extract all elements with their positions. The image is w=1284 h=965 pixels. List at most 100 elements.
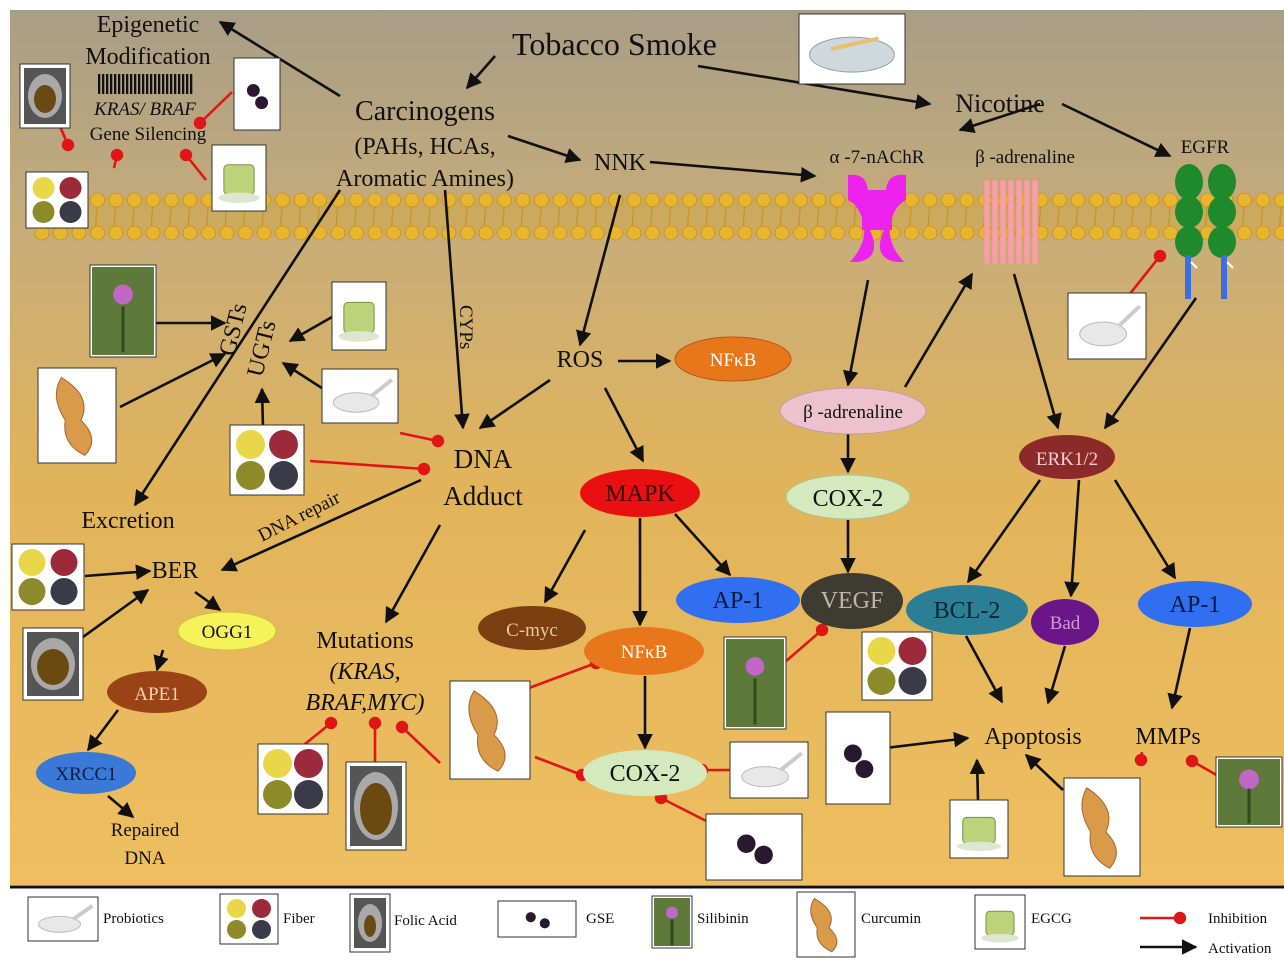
grape-seed-icon [754, 846, 772, 864]
helix-bar [146, 74, 148, 94]
lipid-head [257, 226, 271, 240]
lipid-head [1127, 226, 1141, 240]
helix-bar [122, 74, 124, 94]
lipid-head [609, 193, 623, 207]
repaired-dna-label: DNA [124, 848, 165, 869]
receptor-helix [1000, 180, 1006, 264]
tea-cup-icon [224, 165, 254, 195]
mutations-label: Mutations [316, 628, 413, 654]
receptor-helix [1024, 180, 1030, 264]
nnk-label: NNK [594, 150, 647, 176]
helix-bar [158, 74, 160, 94]
lipid-head [720, 193, 734, 207]
inhibition-line [1141, 752, 1142, 760]
helix-bar [126, 74, 128, 94]
fiber-seed-icon [19, 578, 46, 605]
activation-arrow [262, 389, 263, 428]
fiber-seed-icon [269, 461, 298, 490]
gene-silencing-label: Gene Silencing [90, 124, 207, 145]
lipid-head [775, 193, 789, 207]
lipid-head [553, 226, 567, 240]
lipid-head [960, 193, 974, 207]
silibinin-thumbnail [724, 637, 786, 729]
fiber-seed-icon [51, 578, 78, 605]
ogg1-node: OGG1 [178, 612, 276, 650]
lipid-head [276, 193, 290, 207]
lipid-head [738, 226, 752, 240]
lipid-head [387, 226, 401, 240]
lipid-head [757, 193, 771, 207]
modification-label: Modification [85, 44, 210, 70]
helix-bar [182, 74, 184, 94]
xrcc1-label: XRCC1 [55, 764, 116, 785]
lipid-head [387, 193, 401, 207]
cox2-mid-label: COX-2 [813, 486, 884, 512]
nfkb-low-node: NFκB [584, 627, 704, 675]
lipid-head [1127, 193, 1141, 207]
fiber-seed-icon [51, 549, 78, 576]
receptor-helix [1016, 180, 1022, 264]
lipid-head [220, 226, 234, 240]
fiber-seed-icon [899, 637, 927, 665]
mapk-node: MAPK [580, 469, 700, 517]
lipid-head [202, 226, 216, 240]
bad-label: Bad [1050, 613, 1081, 634]
lipid-head [1053, 226, 1067, 240]
helix-bar [118, 74, 120, 94]
jar-content-icon [364, 915, 376, 937]
helix-bar [190, 74, 192, 94]
excretion-label: Excretion [81, 508, 174, 534]
fiber-seed-icon [19, 549, 46, 576]
nfkb-top-node: NFκB [675, 337, 791, 381]
epigenetic-label: Epigenetic [97, 12, 200, 38]
lipid-head [368, 226, 382, 240]
ap1-left-node: AP-1 [676, 577, 800, 623]
helix-bar [130, 74, 132, 94]
fiber-seed-icon [899, 667, 927, 695]
folic-acid-thumbnail [350, 894, 390, 952]
probiotics-thumbnail [322, 369, 398, 423]
bcl2-node: BCL-2 [906, 585, 1028, 635]
lipid-head [701, 226, 715, 240]
lipid-head [923, 226, 937, 240]
thumbnail-frame [498, 901, 576, 937]
lipid-head [572, 193, 586, 207]
lipid-head [553, 193, 567, 207]
jar-content-icon [34, 85, 56, 113]
lipid-head [572, 226, 586, 240]
lipid-head [1256, 193, 1270, 207]
adduct-label: Adduct [443, 481, 523, 511]
lipid-head [1256, 226, 1270, 240]
saucer-icon [338, 331, 379, 342]
folic-acid-thumbnail [20, 64, 70, 128]
carcinogens-label: Carcinogens [355, 96, 495, 127]
lipid-head [627, 193, 641, 207]
gse-thumbnail [706, 814, 802, 880]
silibinin-thumbnail [652, 896, 692, 948]
jar-content-icon [37, 649, 69, 685]
lipid-head [1071, 193, 1085, 207]
lipid-head [146, 193, 160, 207]
fiber-seed-icon [227, 899, 246, 918]
legend-fiber-label: Fiber [283, 911, 315, 927]
helix-bar [186, 74, 188, 94]
lipid-head [516, 226, 530, 240]
fiber-seed-icon [227, 920, 246, 939]
lipid-head [1108, 226, 1122, 240]
lipid-head [405, 193, 419, 207]
fiber-seed-icon [252, 920, 271, 939]
folic-acid-thumbnail [346, 762, 406, 850]
ashtray-thumbnail [799, 14, 905, 84]
fiber-seed-icon [868, 667, 896, 695]
helix-bar [138, 74, 140, 94]
lipid-head [294, 226, 308, 240]
fiber-seed-icon [294, 780, 323, 809]
lipid-head [757, 226, 771, 240]
grape-seed-icon [247, 84, 260, 97]
tea-cup-icon [963, 817, 995, 843]
lipid-head [479, 226, 493, 240]
vegf-node: VEGF [801, 573, 903, 629]
lipid-head [1164, 226, 1178, 240]
grape-seed-icon [855, 760, 873, 778]
